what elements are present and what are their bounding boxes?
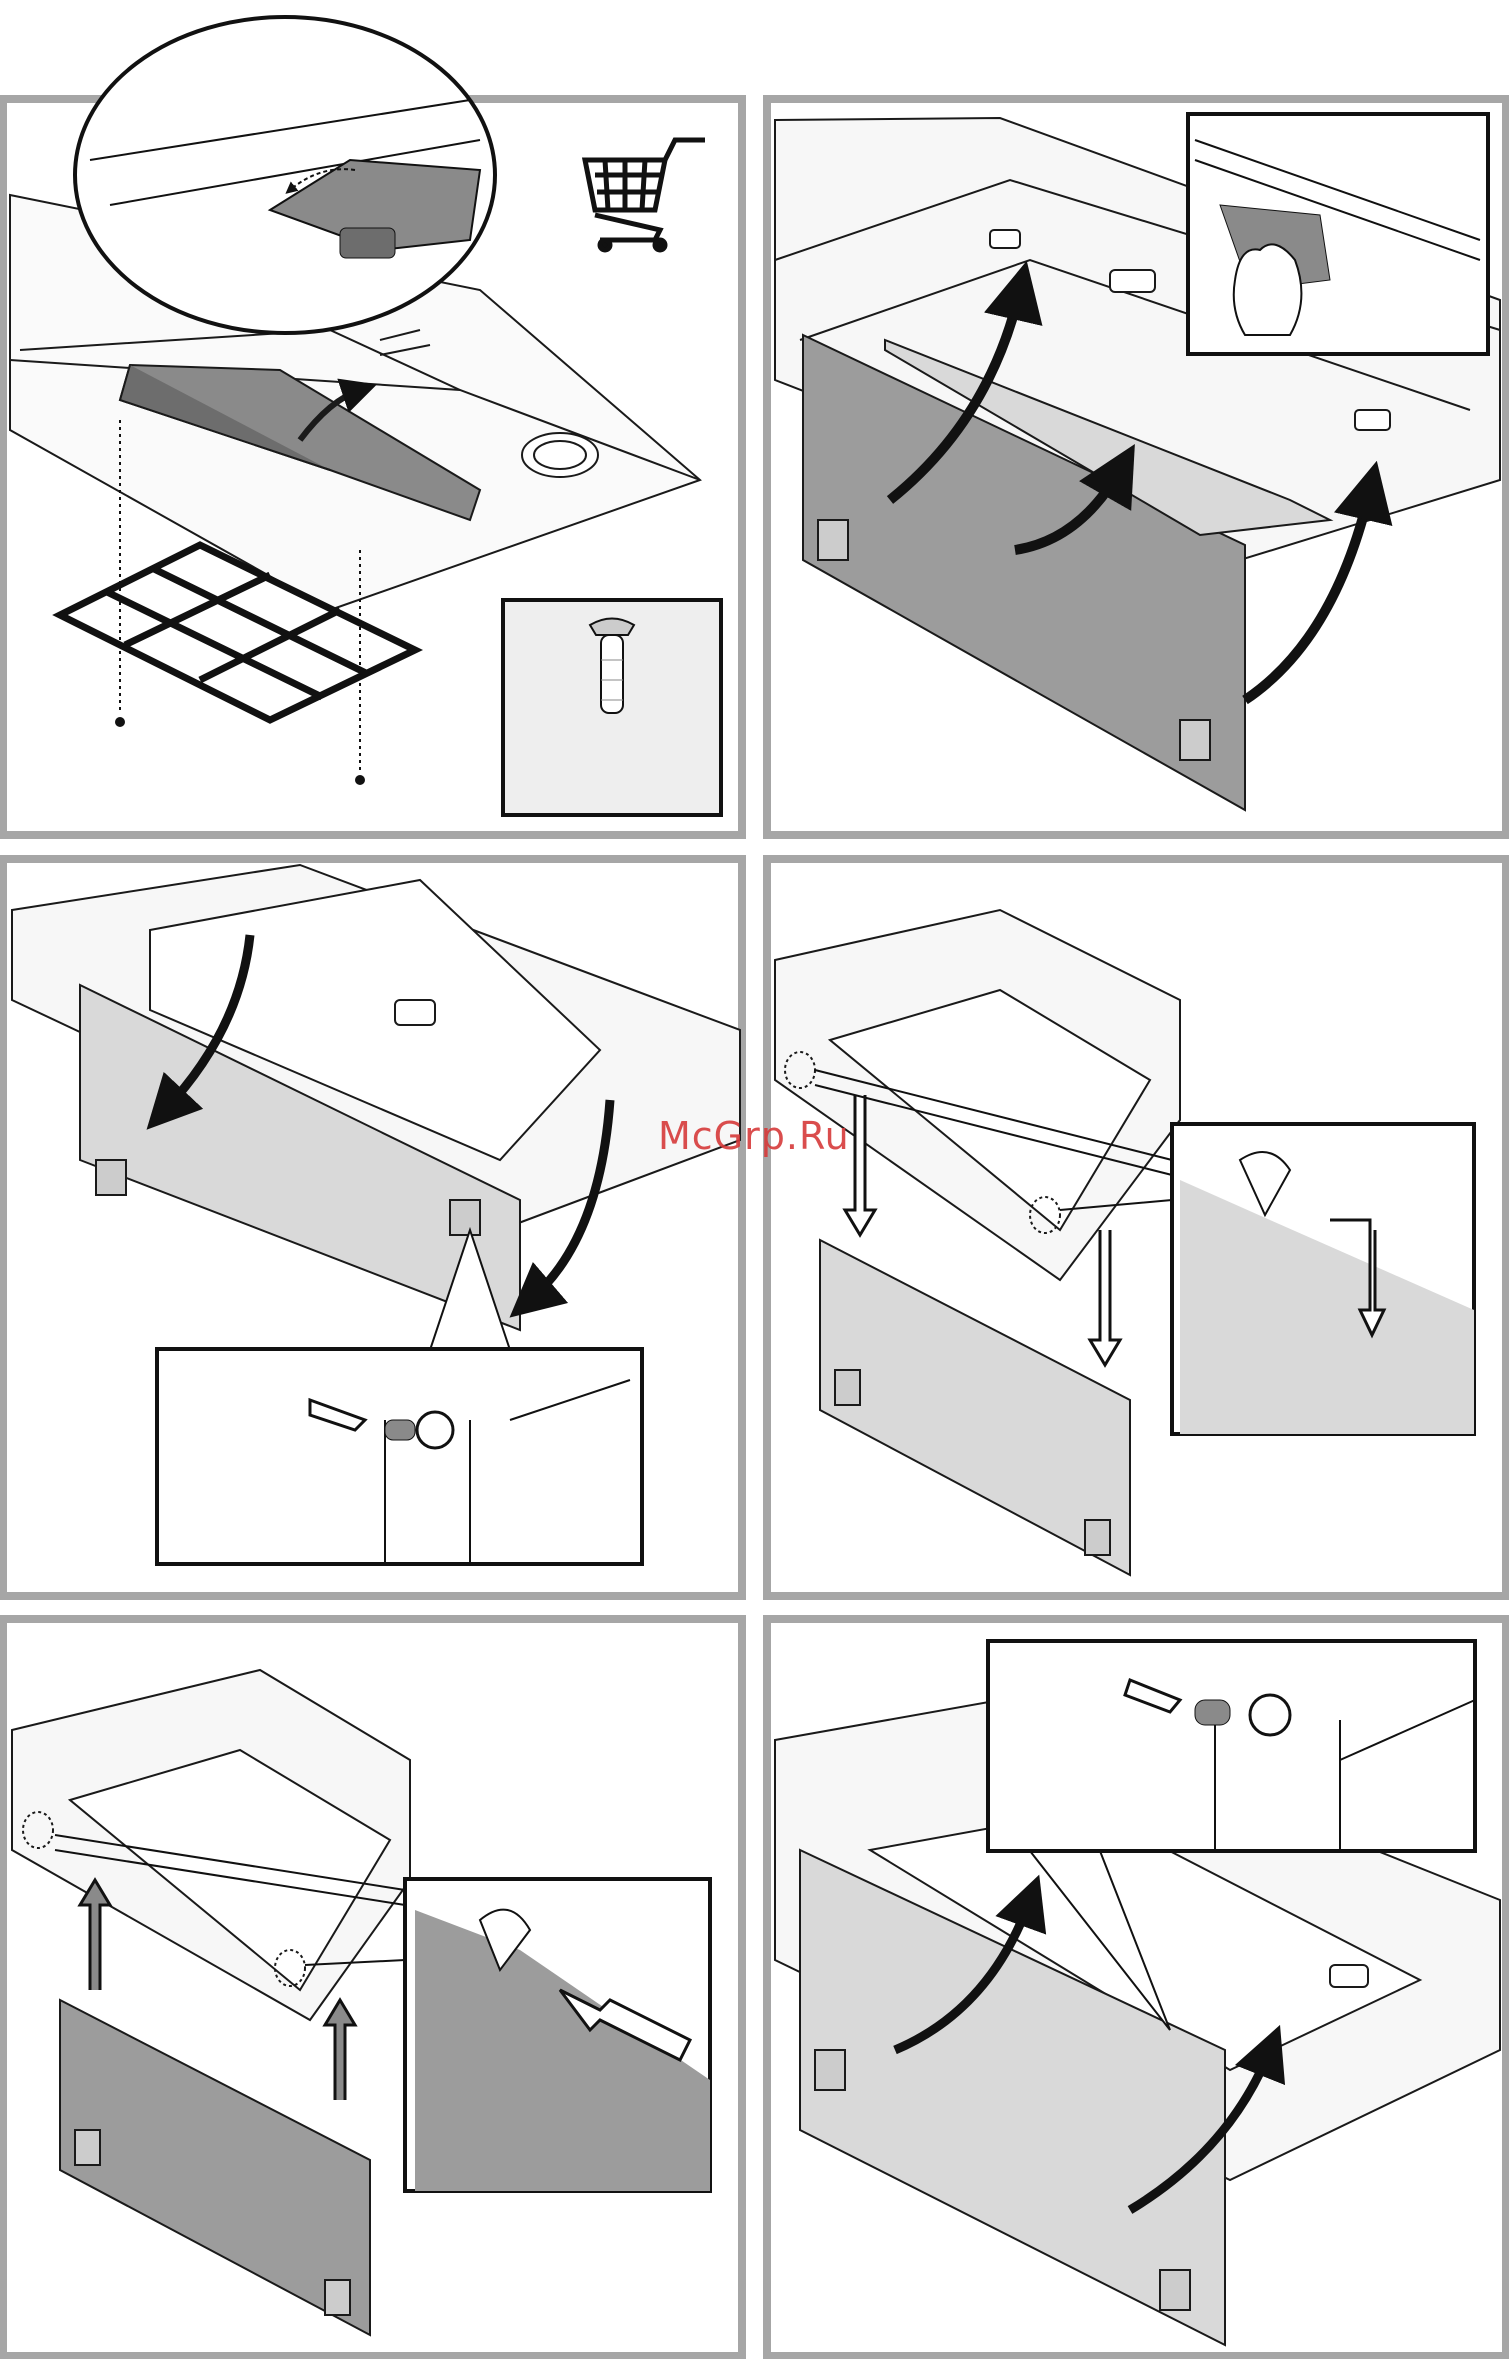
step-4-panel — [767, 859, 1506, 1596]
step-1-panel — [3, 17, 742, 835]
finger-press-callout — [1188, 114, 1488, 354]
step-5-panel — [3, 1619, 742, 2356]
step-3-panel — [3, 859, 742, 1596]
magnifier-callout — [75, 17, 495, 333]
screw-inset — [503, 600, 721, 815]
step-6-panel — [767, 1619, 1506, 2356]
screw-icon — [115, 717, 125, 727]
step-2-panel — [767, 99, 1506, 835]
screw-icon — [355, 775, 365, 785]
